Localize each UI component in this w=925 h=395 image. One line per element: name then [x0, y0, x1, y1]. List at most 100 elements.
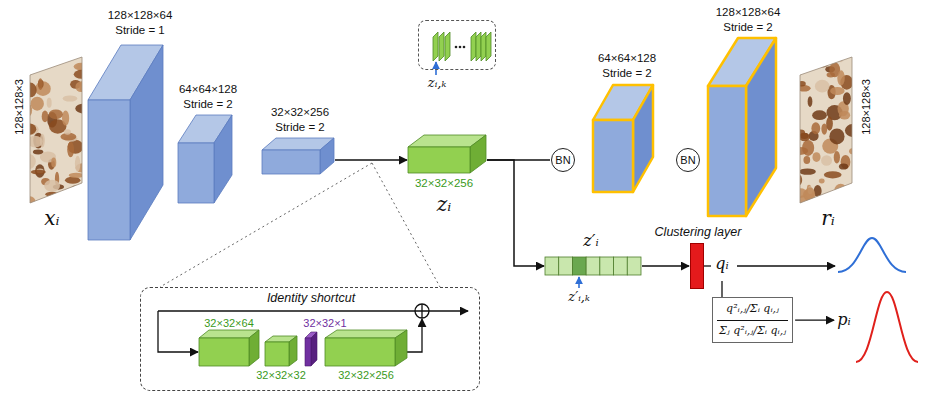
tissue-cell	[845, 124, 861, 137]
vector-cell	[600, 257, 614, 275]
dimension-label: 32×32×1	[303, 317, 346, 330]
tissue-cell	[837, 70, 844, 85]
block-face	[325, 338, 395, 366]
tissue-cell	[44, 180, 60, 192]
variable-label: pᵢ	[837, 311, 850, 329]
block-face	[130, 45, 163, 240]
tissue-cell	[31, 170, 46, 175]
vector-cell	[545, 257, 559, 275]
encoder-layer: 128×128×64Stride = 1	[88, 45, 163, 240]
variable-label: qᵢ	[715, 255, 728, 273]
tissue-cell	[47, 98, 52, 108]
tissue-cell	[834, 151, 840, 163]
tissue-cell	[844, 191, 853, 199]
residual-layer: 32×32×32	[265, 336, 297, 366]
encoder-layer: 64×64×128Stride = 2	[178, 115, 232, 203]
tissue-cell	[69, 173, 84, 178]
tissue-cell	[849, 148, 857, 154]
block-face	[199, 338, 249, 366]
inset-title: Identity shortcut	[267, 291, 355, 305]
dimension-label: 128×128×3	[860, 79, 873, 135]
tissue-cell	[802, 140, 814, 156]
block-face	[486, 32, 491, 61]
tissue-cell	[74, 63, 89, 70]
tissue-cell	[26, 52, 31, 61]
stride-label: Stride = 2	[275, 121, 325, 134]
dimension-label: 32×32×64	[204, 317, 254, 330]
block-face	[439, 32, 444, 61]
layer-block	[265, 336, 297, 366]
tissue-cell	[816, 61, 828, 67]
layer-block	[325, 330, 407, 366]
ellipsis-dot	[463, 46, 466, 49]
tissue-cell	[812, 152, 820, 162]
soft-assignment-curve	[838, 238, 906, 272]
tissue-cell	[827, 72, 835, 77]
tissue-cell	[40, 134, 45, 148]
input-image: 128×128×3xᵢ	[28, 55, 84, 205]
encoder-layer: 32×32×256Stride = 2	[262, 138, 334, 174]
latent-block: 32×32×256zᵢ	[408, 135, 486, 173]
vector-cells	[545, 257, 641, 275]
block-face	[708, 86, 746, 216]
block-face	[746, 38, 776, 216]
variable-label: z′ᵢ,ₖ	[568, 290, 589, 305]
shortcut-line	[158, 310, 415, 311]
block-face	[265, 342, 289, 366]
layer-block	[199, 330, 259, 366]
layer-label: Clustering layer	[655, 225, 742, 239]
block-face	[289, 336, 297, 366]
tissue-cell	[824, 171, 842, 178]
formula-numerator: q²ᵢ,ⱼ/Σᵢ qᵢ,ⱼ	[717, 299, 788, 321]
variable-label: zᵢ	[437, 193, 452, 216]
decoder-layer: 128×128×64Stride = 2	[708, 38, 776, 216]
feature-maps	[419, 21, 495, 69]
layer-block	[262, 138, 334, 174]
residual-line	[407, 319, 422, 352]
dimension-label: 128×128×64	[108, 9, 173, 22]
ellipsis-dot	[455, 46, 458, 49]
ellipsis-dot	[459, 46, 462, 49]
formula-box: q²ᵢ,ⱼ/Σᵢ qᵢ,ⱼΣⱼ q²ᵢ,ⱼ/Σᵢ qᵢ,ⱼ	[712, 297, 793, 343]
output-line	[721, 281, 722, 297]
tissue-cell	[75, 156, 80, 172]
tissue-cell	[843, 92, 851, 105]
block-face	[88, 100, 130, 240]
layer-block	[88, 45, 163, 240]
target-distribution-curve	[856, 292, 918, 362]
sum-symbol	[415, 304, 429, 318]
block-face	[325, 330, 407, 338]
layer-label: BN	[555, 154, 570, 167]
dimension-label: 32×32×256	[338, 369, 394, 382]
block-face	[471, 32, 476, 61]
block-face	[395, 330, 407, 366]
layer-block	[708, 38, 776, 216]
stride-label: Stride = 2	[183, 98, 233, 111]
tissue-cell	[819, 50, 836, 62]
vector-cell	[559, 257, 573, 275]
tissue-cell	[51, 158, 56, 168]
dimension-label: 128×128×3	[13, 79, 26, 135]
tissue-cell	[64, 129, 71, 134]
tissue-cell	[64, 199, 78, 207]
tissue-cell	[20, 154, 36, 170]
block-face	[470, 135, 486, 173]
formula-denominator: Σⱼ q²ᵢ,ⱼ/Σᵢ qᵢ,ⱼ	[713, 321, 792, 342]
tissue-cell	[821, 155, 832, 166]
tissue-cell	[796, 175, 803, 186]
layer-block	[178, 115, 232, 203]
vector-cell	[572, 257, 586, 275]
dimension-label: 32×32×256	[271, 106, 329, 119]
output-arrow	[737, 265, 835, 266]
histology-image	[28, 55, 84, 205]
tissue-cell	[25, 104, 32, 117]
tissue-cell	[807, 55, 815, 67]
batch-norm: BN	[676, 148, 700, 172]
residual-line	[158, 311, 198, 352]
layer-block	[305, 332, 317, 366]
feature-maps-inset: zᵢ,ₖ	[418, 20, 496, 70]
decoder-layer: 64×64×128Stride = 2	[593, 85, 653, 192]
tissue-cell	[815, 80, 830, 93]
block-face	[249, 330, 259, 366]
block-face	[311, 332, 317, 366]
